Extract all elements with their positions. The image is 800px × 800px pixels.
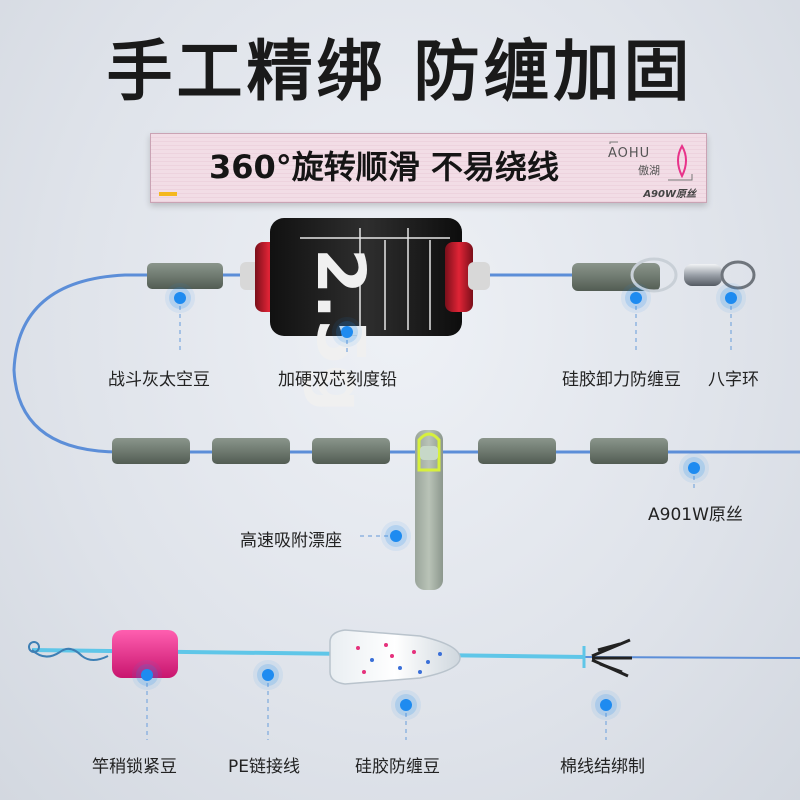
- feature-banner: 360°旋转顺滑 不易绕线 AOHU 傲湖 A90W原丝: [150, 133, 707, 203]
- main-line: [12, 273, 800, 454]
- label-sinker: 加硬双芯刻度铅: [278, 370, 397, 390]
- brand-name: AOHU: [608, 146, 651, 161]
- space-bean: [212, 438, 290, 464]
- banner-text: 360°旋转顺滑 不易绕线: [209, 148, 559, 186]
- silicone-bead: [329, 629, 461, 685]
- label-rod-bean: 竿稍锁紧豆: [92, 757, 177, 777]
- callout-dot: [400, 699, 412, 711]
- label-silicone-bead: 硅胶防缠豆: [355, 757, 440, 777]
- callout-dot: [630, 292, 642, 304]
- callout-dot: [725, 292, 737, 304]
- label-pe-line: PE链接线: [228, 757, 300, 777]
- space-bean: [478, 438, 556, 464]
- callout-dot: [174, 292, 186, 304]
- callout-dot: [390, 530, 402, 542]
- callout-dot: [141, 669, 153, 681]
- callout-dot: [688, 462, 700, 474]
- label-space-bean: 战斗灰太空豆: [108, 370, 210, 390]
- space-bean: [112, 438, 190, 464]
- page-title: 手工精绑 防缠加固: [106, 33, 694, 110]
- label-line: A901W原丝: [648, 505, 743, 525]
- brand-frame-icon: [609, 141, 693, 181]
- label-silicone-stopper: 硅胶卸力防缠豆: [562, 370, 681, 390]
- space-bean: [590, 438, 668, 464]
- cotton-binding: [582, 638, 632, 678]
- swivel: [630, 257, 756, 293]
- rod-lock-bean: [112, 630, 178, 678]
- sinker: 2.5g: [240, 218, 490, 412]
- label-float-seat: 高速吸附漂座: [240, 531, 342, 551]
- callout-dot: [600, 699, 612, 711]
- pe-line-knot: [31, 647, 109, 661]
- callout-dot: [341, 326, 353, 338]
- space-bean: [312, 438, 390, 464]
- callout-dot: [262, 669, 274, 681]
- float-seat: [415, 430, 443, 590]
- label-swivel: 八字环: [708, 370, 759, 390]
- banner-sub-label: A90W原丝: [643, 189, 696, 200]
- space-bean: [147, 263, 223, 289]
- sinker-weight-mark: 2.5g: [302, 248, 379, 412]
- brand-logo: AOHU 傲湖: [608, 140, 694, 186]
- silicone-stopper: [572, 263, 660, 291]
- brand-name-cn: 傲湖: [638, 164, 660, 177]
- banner-accent: [159, 192, 177, 196]
- label-cotton-binding: 棉线结绑制: [560, 757, 645, 777]
